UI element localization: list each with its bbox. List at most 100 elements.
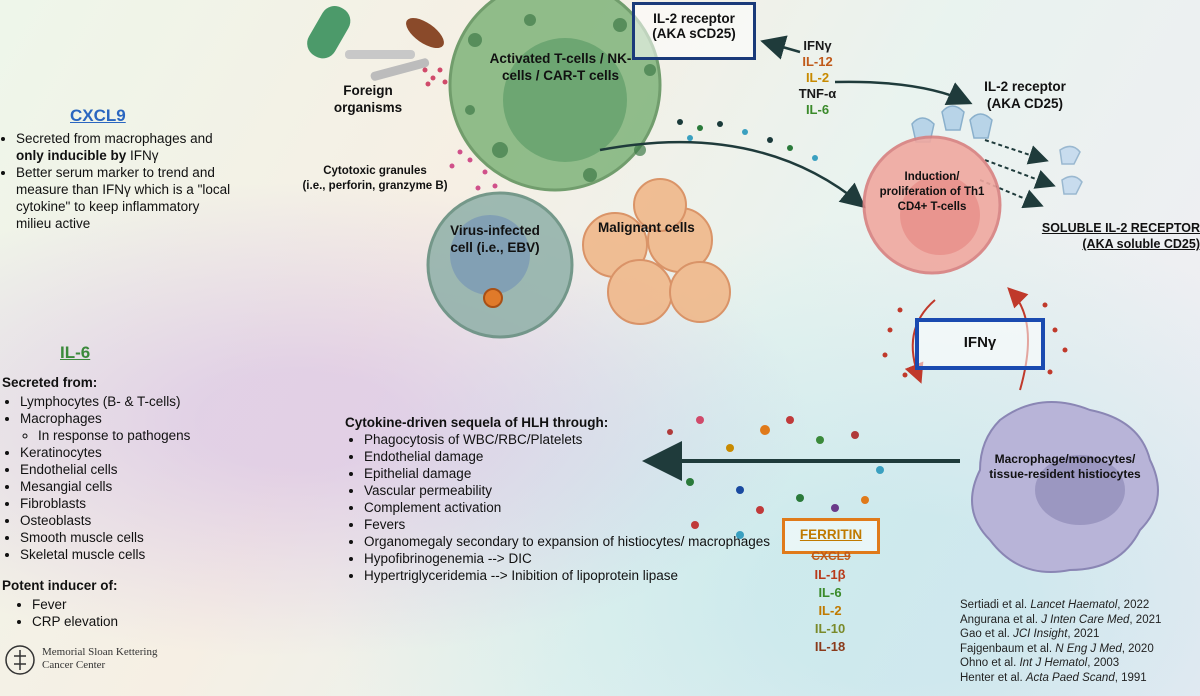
- sequela-item: Fevers: [364, 516, 784, 533]
- cytokine-il2: IL-2: [805, 70, 830, 85]
- il6-source-item: Smooth muscle cells: [20, 529, 190, 546]
- sequela-item: Epithelial damage: [364, 465, 784, 482]
- il6-sources-list: Lymphocytes (B- & T-cells) Macrophages I…: [2, 393, 190, 563]
- macrophage-label: Macrophage/monocytes/ tissue-resident hi…: [989, 452, 1141, 481]
- cytotoxic-sub: (i.e., perforin, granzyme B): [302, 180, 448, 192]
- reference-journal: J Inten Care Med: [1041, 613, 1130, 626]
- reference-item: Gao et al. JCI Insight, 2021: [960, 627, 1161, 642]
- il6-source-item: Macrophages: [20, 410, 190, 427]
- il6-source-subitem-text: In response to pathogens: [38, 428, 191, 443]
- cytokine-tnfa: TNF-α: [798, 86, 837, 101]
- cytokine-il6: IL-6: [805, 102, 830, 117]
- macrophage-graphic: [971, 401, 1159, 573]
- cytokine-ifng: IFNγ: [803, 38, 832, 53]
- arrow-il2-to-receptor: [834, 80, 973, 106]
- malignant-cells-label: Malignant cells: [598, 220, 695, 235]
- reference-year: , 1991: [1114, 671, 1147, 684]
- reference-authors: Henter et al.: [960, 671, 1026, 684]
- cxcl9-bullet-1-bold: only inducible by: [16, 148, 127, 163]
- reference-item: Fajgenbaum et al. N Eng J Med, 2020: [960, 642, 1161, 657]
- cytokine-il6-bottom: IL-6: [818, 585, 842, 600]
- activated-tcell-graphic: [448, 0, 662, 192]
- il6-inducer-label: Potent inducer of:: [2, 578, 118, 593]
- ferritin-label: FERRITIN: [799, 527, 863, 542]
- il2-receptor-box-line2: (AKA sCD25): [652, 26, 736, 41]
- ifng-cycle-arrow: [904, 299, 936, 384]
- cytokine-il12: IL-12: [802, 54, 833, 69]
- cxcl9-bullet-1-tail: IFNγ: [126, 148, 159, 163]
- il6-source-item: Skeletal muscle cells: [20, 546, 190, 563]
- msk-logo-icon: [5, 645, 35, 675]
- reference-journal: Acta Paed Scand: [1025, 671, 1115, 684]
- cxcl9-bullet-1-text: Secreted from macrophages and: [16, 131, 213, 146]
- cytotoxic-granules-label: Cytotoxic granules (i.e., perforin, gran…: [300, 164, 450, 194]
- top-cytokine-list: IFNγ IL-12 IL-2 TNF-α IL-6: [795, 38, 840, 118]
- virus-cell-label: Virus-infected cell (i.e., EBV): [450, 223, 540, 255]
- cxcl9-bullets: Secreted from macrophages and only induc…: [0, 130, 231, 232]
- sequela-title: Cytokine-driven sequela of HLH through:: [345, 415, 609, 430]
- foreign-organisms-label: Foreign organisms: [333, 83, 403, 115]
- arrow-tcell-to-th1: [599, 140, 866, 209]
- cytotoxic-granules-dots: [449, 149, 498, 191]
- il2-receptor-box-line1: IL-2 receptor: [653, 11, 735, 26]
- soluble-il2-receptor-label: SOLUBLE IL-2 RECEPTOR (AKA soluble CD25): [1025, 220, 1200, 252]
- il6-inducer-list: Fever CRP elevation: [14, 596, 118, 630]
- sequela-list: Phagocytosis of WBC/RBC/Platelets Endoth…: [346, 431, 784, 584]
- il6-inducer-item: CRP elevation: [32, 613, 118, 630]
- cytokine-dots-bottom: [667, 416, 884, 539]
- reference-authors: Gao et al.: [960, 628, 1014, 641]
- cytokine-il1b: IL-1β: [814, 567, 846, 582]
- cxcl9-label-struck: CXCL9: [811, 549, 851, 563]
- reference-authors: Fajgenbaum et al.: [960, 642, 1056, 655]
- soluble-receptor-graphic: [1059, 145, 1083, 195]
- cxcl9-heading: CXCL9: [70, 106, 126, 125]
- il6-source-subitem: In response to pathogens: [38, 427, 190, 444]
- virus-infected-cell-graphic: [426, 191, 574, 339]
- cytokine-il2-bottom: IL-2: [818, 603, 842, 618]
- reference-authors: Sertiadi et al.: [960, 599, 1031, 611]
- sequela-item: Organomegaly secondary to expansion of h…: [364, 533, 784, 550]
- il6-inducer-item: Fever: [32, 596, 118, 613]
- sequela-item: Vascular permeability: [364, 482, 784, 499]
- reference-year: , 2021: [1129, 613, 1162, 626]
- sequela-item: Hypofibrinogenemia --> DIC: [364, 550, 784, 567]
- il6-source-item: Mesangial cells: [20, 478, 190, 495]
- soluble-line1: SOLUBLE IL-2 RECEPTOR: [1041, 221, 1200, 235]
- reference-authors: Angurana et al.: [960, 613, 1042, 626]
- il6-heading: IL-6: [60, 343, 91, 362]
- th1-cell-graphic: [862, 135, 1002, 275]
- malignant-cells-graphic: [582, 178, 731, 325]
- reference-year: , 2020: [1121, 642, 1154, 655]
- cytokine-il10: IL-10: [814, 621, 846, 636]
- cytokine-il18: IL-18: [814, 639, 846, 654]
- il6-source-item: Endothelial cells: [20, 461, 190, 478]
- cytokine-dots-top: [677, 119, 818, 161]
- sequela-item: Endothelial damage: [364, 448, 784, 465]
- il2-receptor-box: IL-2 receptor (AKA sCD25): [632, 2, 756, 60]
- tcells-label: Activated T-cells / NK-cells / CAR-T cel…: [489, 51, 632, 83]
- arrow-box-from-receptor: [760, 35, 801, 60]
- references: Sertiadi et al. Lancet Haematol, 2022 An…: [960, 598, 1161, 686]
- reference-year: , 2003: [1087, 657, 1120, 670]
- ifng-box-label: IFNγ: [963, 334, 997, 351]
- reference-item: Ohno et al. Int J Hematol, 2003: [960, 656, 1161, 671]
- reference-journal: JCI Insight: [1013, 628, 1068, 641]
- msk-logo-line1: Memorial Sloan Kettering: [42, 646, 158, 658]
- cytotoxic-title: Cytotoxic granules: [323, 165, 427, 177]
- ferritin-box: FERRITIN: [782, 518, 880, 554]
- msk-logo-line2: Cancer Center: [42, 659, 106, 671]
- ifng-dots: [882, 302, 1068, 378]
- cxcl9-bullet-2: Better serum marker to trend and measure…: [16, 164, 231, 232]
- ifng-box: IFNγ: [915, 318, 1045, 370]
- il6-source-item: Fibroblasts: [20, 495, 190, 512]
- reference-year: , 2022: [1117, 599, 1150, 611]
- msk-logo-text: Memorial Sloan Kettering Cancer Center: [42, 646, 157, 672]
- reference-authors: Ohno et al.: [960, 657, 1020, 670]
- bottom-cytokine-list: IL-1β IL-6 IL-2 IL-10 IL-18: [800, 566, 860, 656]
- sequela-item: Complement activation: [364, 499, 784, 516]
- il6-source-item: Osteoblasts: [20, 512, 190, 529]
- reference-item: Angurana et al. J Inten Care Med, 2021: [960, 613, 1161, 628]
- soluble-line2: (AKA soluble CD25): [1082, 237, 1200, 251]
- reference-item: Sertiadi et al. Lancet Haematol, 2022: [960, 598, 1161, 613]
